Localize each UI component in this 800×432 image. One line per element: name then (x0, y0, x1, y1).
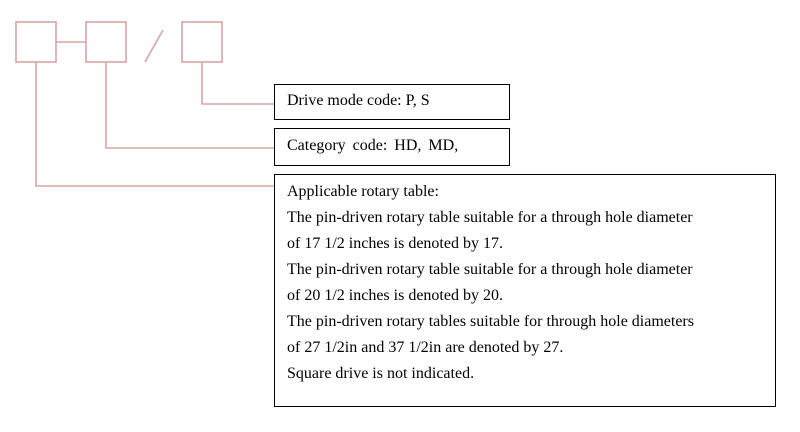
code-square-3 (181, 21, 223, 63)
drive-mode-box: Drive mode code: P, S (274, 84, 510, 120)
code-square-2 (85, 21, 127, 63)
rotary-table-heading: Applicable rotary table: (287, 183, 439, 200)
connector-drive (201, 62, 274, 105)
rotary-table-line: Square drive is not indicated. (287, 365, 475, 382)
connector-table (35, 62, 274, 187)
drive-mode-text: Drive mode code: P, S (287, 92, 430, 109)
code-slash (144, 29, 164, 63)
rotary-table-line: of 27 1/2in and 37 1/2in are denoted by … (287, 339, 564, 356)
rotary-table-line: of 17 1/2 inches is denoted by 17. (287, 235, 503, 252)
rotary-table-line: The pin-driven rotary table suitable for… (287, 209, 693, 226)
connector-category (105, 62, 274, 149)
code-square-1 (15, 21, 57, 63)
category-code-text: Category code: HD, MD, (287, 137, 459, 154)
rotary-table-line: The pin-driven rotary table suitable for… (287, 261, 693, 278)
rotary-table-box: Applicable rotary table: The pin-driven … (274, 174, 776, 407)
rotary-table-line: The pin-driven rotary tables suitable fo… (287, 313, 694, 330)
rotary-table-line: of 20 1/2 inches is denoted by 20. (287, 287, 503, 304)
category-code-box: Category code: HD, MD, (274, 128, 510, 166)
